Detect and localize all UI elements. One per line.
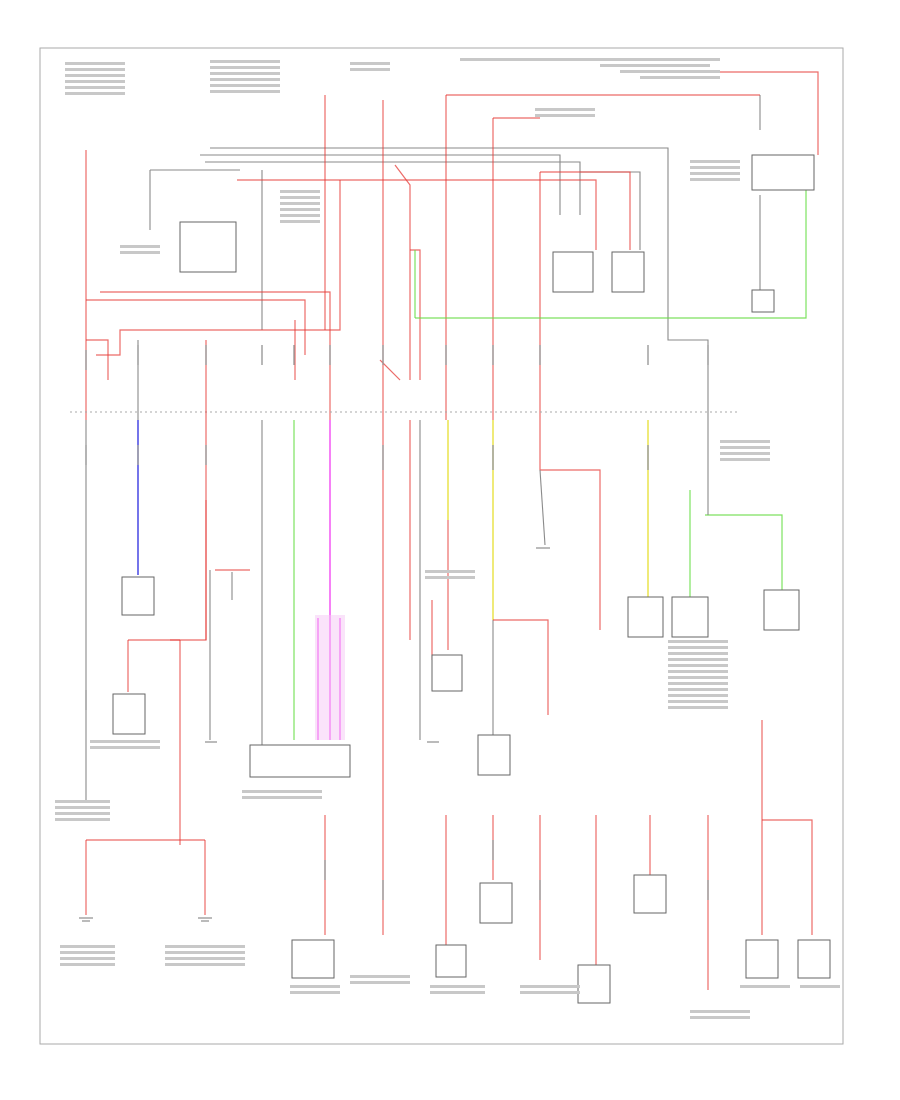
component-module-628 [627,596,664,638]
component-module-672 [671,596,709,638]
lower-components [112,576,831,1004]
component-bottom-578 [577,964,611,1004]
diagram-frame [39,47,844,1045]
component-bottom-294 [291,939,335,979]
component-module-434 [431,654,463,692]
top-wiring [85,71,819,420]
component-control-unit-center [249,744,351,778]
lower-wiring [85,340,813,990]
connector-stubs [85,345,709,900]
component-relay-right-b [611,251,645,293]
component-blue-sensor [121,576,155,616]
component-small-module-top [751,289,775,313]
component-bottom-480 [479,882,513,924]
component-module-478 [477,734,511,776]
component-bottom-798 [797,939,831,979]
component-bottom-634 [633,874,667,914]
component-bottom-436 [435,944,467,978]
component-bottom-746 [745,939,779,979]
component-relay-right-a [552,251,594,293]
component-control-module-top [751,154,815,191]
top-components [179,154,815,313]
fine-print-labels [55,58,840,1019]
component-module-764 [763,589,800,631]
component-sensor-left [112,693,146,735]
ground-symbols [79,547,550,922]
component-relay-left [179,221,237,273]
